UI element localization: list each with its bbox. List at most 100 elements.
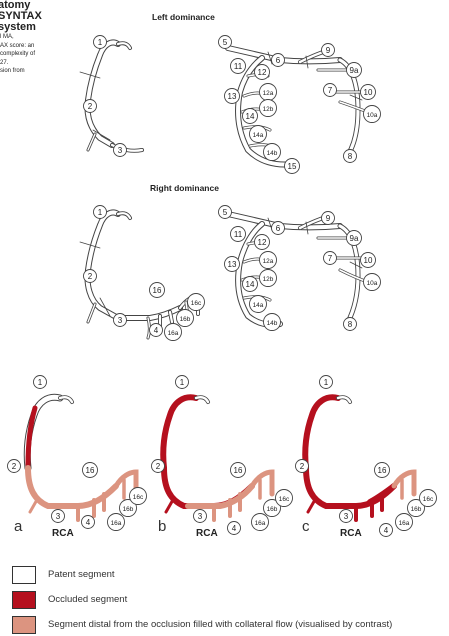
segment-label-5: 5	[219, 206, 232, 219]
segment-label-1: 1	[320, 376, 333, 389]
panel-b-letter: b	[158, 518, 166, 535]
segment-number: 16c	[133, 494, 144, 501]
segment-number: 4	[232, 524, 237, 533]
segment-label-8: 8	[344, 318, 357, 331]
segment-number: 14a	[253, 132, 264, 139]
segment-label-2: 2	[8, 460, 21, 473]
segment-number: 3	[198, 512, 203, 521]
segment-label-2: 2	[84, 270, 97, 283]
segment-number: 12b	[263, 276, 274, 283]
panel-b-rca-label: RCA	[196, 528, 218, 539]
segment-number: 7	[328, 254, 333, 263]
segment-label-5: 5	[219, 36, 232, 49]
segment-number: 5	[223, 208, 228, 217]
segment-number: 16b	[123, 506, 134, 513]
segment-number: 16	[153, 286, 162, 295]
segment-label-14b: 14b	[264, 314, 281, 331]
segment-label-1: 1	[34, 376, 47, 389]
segment-label-6: 6	[272, 222, 285, 235]
segment-label-12a: 12a	[260, 252, 277, 269]
segment-label-13: 13	[225, 257, 240, 272]
segment-label-1: 1	[94, 206, 107, 219]
segment-label-1: 1	[176, 376, 189, 389]
segment-label-10a: 10a	[364, 274, 381, 291]
segment-number: 12	[258, 238, 267, 247]
segment-label-16c: 16c	[276, 490, 293, 507]
panel-b-vessel	[163, 397, 272, 520]
segment-number: 10	[364, 88, 373, 97]
segment-number: 14b	[267, 150, 278, 157]
segment-label-11: 11	[231, 59, 246, 74]
segment-label-9a: 9a	[347, 231, 362, 246]
legend-label-collateral: Segment distal from the occlusion filled…	[48, 619, 392, 630]
segment-number: 16	[86, 466, 95, 475]
segment-label-3: 3	[194, 510, 207, 523]
segment-number: 16a	[111, 520, 122, 527]
segment-number: 6	[276, 56, 281, 65]
segment-label-16a: 16a	[165, 324, 182, 341]
panel-c-letter: c	[302, 518, 310, 535]
segment-number: 12	[258, 68, 267, 77]
segment-label-13: 13	[225, 89, 240, 104]
segment-number: 16b	[411, 506, 422, 513]
legend-swatch-occluded	[12, 591, 36, 609]
segment-number: 15	[288, 162, 297, 171]
segment-number: 1	[38, 378, 43, 387]
segment-label-4: 4	[82, 516, 95, 529]
segment-number: 14	[246, 112, 255, 121]
segment-number: 3	[344, 512, 349, 521]
segment-number: 13	[228, 260, 237, 269]
segment-label-4: 4	[228, 522, 241, 535]
segment-number: 6	[276, 224, 281, 233]
segment-label-7: 7	[324, 252, 337, 265]
segment-number: 5	[223, 38, 228, 47]
segment-label-4: 4	[380, 524, 393, 537]
segment-label-12: 12	[255, 235, 270, 250]
legend-label-patent: Patent segment	[48, 569, 115, 580]
legend-label-occluded: Occluded segment	[48, 594, 127, 605]
segment-label-16: 16	[375, 463, 390, 478]
segment-label-14a: 14a	[250, 296, 267, 313]
segment-number: 1	[98, 208, 103, 217]
segment-number: 16c	[423, 496, 434, 503]
segment-number: 1	[98, 38, 103, 47]
segment-label-16c: 16c	[420, 490, 437, 507]
legend-swatch-collateral	[12, 616, 36, 634]
segment-number: 2	[88, 272, 93, 281]
legend-swatch-patent	[12, 566, 36, 584]
left-dominance-lca	[228, 48, 368, 164]
segment-label-16c: 16c	[130, 488, 147, 505]
panel-c-rca-label: RCA	[340, 528, 362, 539]
segment-number: 16c	[279, 496, 290, 503]
segment-number: 16a	[255, 520, 266, 527]
segment-number: 9a	[350, 234, 359, 243]
segment-number: 7	[328, 86, 333, 95]
segment-label-16b: 16b	[177, 310, 194, 327]
segment-number: 16	[378, 466, 387, 475]
segment-number: 16b	[267, 506, 278, 513]
segment-label-12b: 12b	[260, 270, 277, 287]
segment-label-14a: 14a	[250, 126, 267, 143]
segment-number: 1	[180, 378, 185, 387]
segment-label-3: 3	[114, 314, 127, 327]
segment-number: 14	[246, 280, 255, 289]
segment-number: 14a	[253, 302, 264, 309]
segment-label-16: 16	[231, 463, 246, 478]
segment-label-14b: 14b	[264, 144, 281, 161]
segment-number: 9	[326, 46, 331, 55]
panel-a-rca-label: RCA	[52, 528, 74, 539]
segment-label-3: 3	[114, 144, 127, 157]
panel-a-vessel	[27, 397, 136, 520]
segment-number: 8	[348, 152, 353, 161]
segment-number: 2	[300, 462, 305, 471]
segment-number: 3	[118, 316, 123, 325]
segment-number: 10a	[367, 112, 378, 119]
segment-label-9: 9	[322, 44, 335, 57]
segment-number: 10a	[367, 280, 378, 287]
segment-label-6: 6	[272, 54, 285, 67]
segment-number: 4	[86, 518, 91, 527]
segment-number: 12a	[263, 90, 274, 97]
segment-label-16a: 16a	[396, 514, 413, 531]
segment-label-2: 2	[84, 100, 97, 113]
